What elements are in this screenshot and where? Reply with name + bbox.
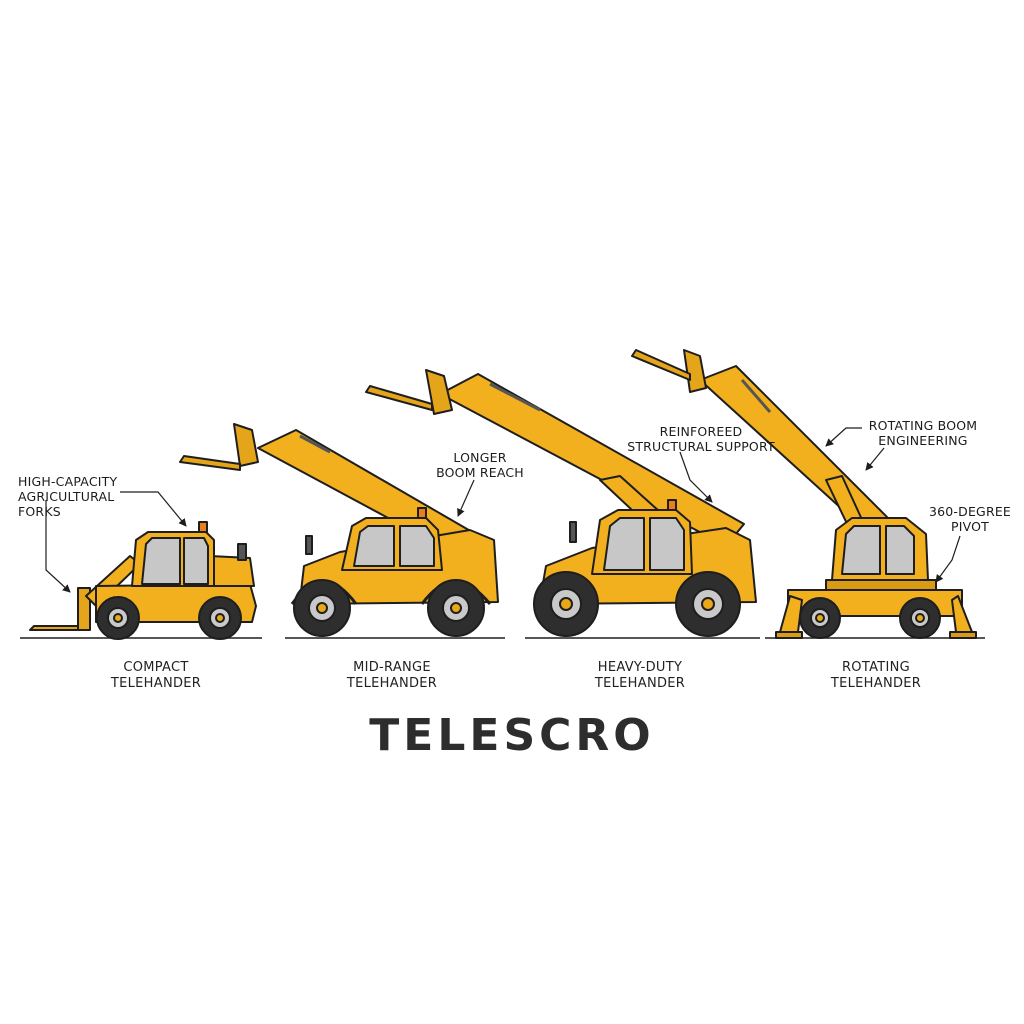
brand-wordmark: TELESCRO bbox=[369, 710, 655, 761]
caption-heavy-duty: HEAVY-DUTY TELEHANDER bbox=[594, 660, 686, 691]
boom-reach-arrow bbox=[457, 479, 475, 517]
structural-support-arrow bbox=[679, 451, 713, 503]
callout-structural-support: REINFOREED STRUCTURAL SUPPORT bbox=[627, 424, 775, 454]
rotating-boom-arrow-1 bbox=[825, 427, 862, 447]
callout-rotating-boom: ROTATING BOOM ENGINEERING bbox=[868, 418, 978, 448]
compact-telehandler bbox=[29, 521, 257, 640]
forks-arrow-to-cab bbox=[120, 491, 187, 527]
rotating-telehandler bbox=[631, 349, 977, 639]
heavy-duty-telehandler bbox=[365, 369, 757, 637]
callout-arrows bbox=[45, 427, 961, 593]
rotating-boom-arrow-2 bbox=[865, 447, 885, 471]
callout-forks: HIGH-CAPACITY AGRICULTURAL FORKS bbox=[18, 474, 118, 519]
caption-compact: COMPACT TELEHANDER bbox=[110, 660, 202, 691]
caption-mid-range: MID-RANGE TELEHANDER bbox=[346, 660, 438, 691]
caption-rotating: ROTATING TELEHANDER bbox=[830, 660, 922, 691]
forks-arrow-to-forks bbox=[45, 500, 71, 593]
callout-360-pivot: 360-DEGREE PIVOT bbox=[928, 504, 1012, 534]
pivot-arrow bbox=[935, 535, 961, 583]
mid-range-telehandler bbox=[179, 423, 499, 637]
callout-boom-reach: LONGER BOOM REACH bbox=[436, 450, 524, 480]
